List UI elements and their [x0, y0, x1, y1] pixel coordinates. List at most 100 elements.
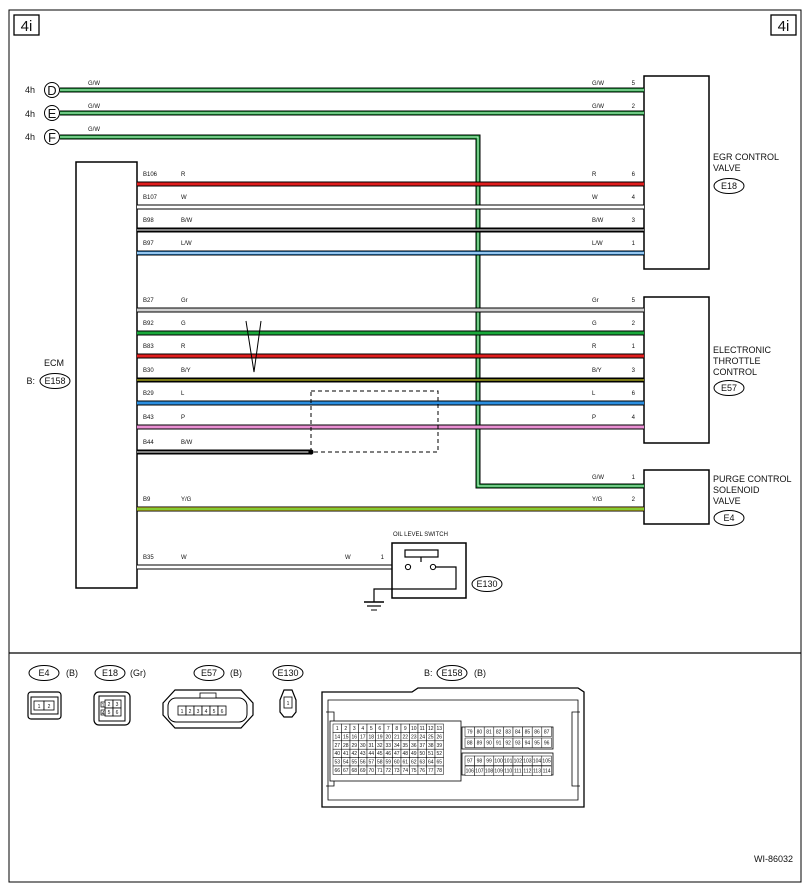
- e158-pin: 31: [368, 743, 374, 749]
- e158-pin: 21: [394, 734, 400, 740]
- ecm-label: ECM: [44, 358, 64, 368]
- page-ref-left[interactable]: [13, 14, 40, 36]
- e158-pin: 7: [387, 726, 390, 732]
- e158-pin: 46: [385, 751, 391, 757]
- e158-pin: 64: [428, 760, 434, 766]
- wire-b98-pin-to: 3: [632, 218, 636, 224]
- legend-e57-badge[interactable]: [193, 665, 225, 681]
- e158-pin: 80: [477, 730, 483, 736]
- legend-e158-id: E158: [441, 668, 462, 678]
- etc-connector-badge[interactable]: [713, 380, 745, 396]
- wire-b83-color-right: R: [592, 344, 597, 350]
- legend-e4-badge[interactable]: [28, 665, 60, 681]
- e158-pin: 68: [351, 768, 357, 774]
- e158-pin: 55: [351, 760, 357, 766]
- twisted-pair-mark: [245, 320, 262, 373]
- e158-pin: 100: [494, 759, 503, 765]
- e158-pin: 28: [343, 743, 349, 749]
- ecm-connector-id: E158: [44, 376, 65, 386]
- e57-pin-1: 1: [181, 709, 184, 715]
- e158-pin: 89: [477, 741, 483, 747]
- e158-pin: 5: [370, 726, 373, 732]
- wire-b9-color-right: Y/G: [592, 497, 603, 503]
- e158-pin: 101: [504, 759, 513, 765]
- ecm-box[interactable]: [75, 161, 138, 589]
- wire-b29-pin: B29: [143, 391, 154, 397]
- wire-b107-color-left: W: [181, 195, 187, 201]
- purge-valve-box[interactable]: [643, 469, 710, 525]
- e158-pin: 10: [411, 726, 417, 732]
- wire-b92-pin-to: 2: [632, 321, 636, 327]
- legend-e158-badge[interactable]: [436, 665, 468, 681]
- conn-f-letter: F: [48, 130, 56, 145]
- wire-b29-color-right: L: [592, 391, 596, 397]
- e158-pin: 25: [428, 734, 434, 740]
- ecm-connector-badge[interactable]: [39, 373, 71, 389]
- egr-label-line1: EGR CONTROL: [713, 152, 779, 162]
- e158-pin: 96: [544, 741, 550, 747]
- e158-pin: 26: [436, 734, 442, 740]
- wire-b43-color-right: P: [592, 415, 596, 421]
- e158-pin: 88: [467, 741, 473, 747]
- conn-e-circle[interactable]: [44, 105, 60, 121]
- e158-pin: 114: [543, 769, 551, 775]
- e158-pin: 113: [533, 769, 541, 775]
- e158-pin: 66: [334, 768, 340, 774]
- oil-switch-connector-badge[interactable]: [471, 576, 503, 592]
- e158-pin: 45: [377, 751, 383, 757]
- page-ref-left-label: 4i: [21, 18, 33, 35]
- conn-d-circle[interactable]: [44, 82, 60, 98]
- wire-b27-pin: B27: [143, 298, 154, 304]
- wire-b35-color-left: W: [181, 555, 187, 561]
- e158-pin: 4: [361, 726, 364, 732]
- egr-valve-box[interactable]: [643, 75, 710, 270]
- purge-label-line3: VALVE: [713, 496, 741, 506]
- e158-pin: 51: [428, 751, 434, 757]
- oil-switch-contact-a: [404, 563, 412, 571]
- throttle-control-box[interactable]: [643, 296, 710, 444]
- e158-pin: 63: [419, 760, 425, 766]
- wire-b29-pin-to: 6: [632, 391, 636, 397]
- e158-pin: 81: [486, 730, 492, 736]
- e158-pin: 62: [411, 760, 417, 766]
- e158-pin: 33: [385, 743, 391, 749]
- wire-b27-pin-to: 5: [632, 298, 636, 304]
- e158-pin: 2: [344, 726, 347, 732]
- e158-pin: 83: [505, 730, 511, 736]
- legend-e18-color: (Gr): [130, 668, 146, 678]
- wire-b9-color-left: Y/G: [181, 497, 192, 503]
- e158-pin: 50: [419, 751, 425, 757]
- page-ref-right[interactable]: [770, 14, 797, 36]
- e158-pin: 9: [404, 726, 407, 732]
- e158-pin: 17: [360, 734, 366, 740]
- wire-b97-color-left: L/W: [181, 241, 192, 247]
- egr-connector-id: E18: [721, 181, 737, 191]
- wire-e-color-right: G/W: [592, 104, 604, 110]
- e158-pin: 90: [486, 741, 492, 747]
- e158-pin: 52: [436, 751, 442, 757]
- egr-label-line2: VALVE: [713, 163, 741, 173]
- conn-f-prefix: 4h: [25, 132, 35, 142]
- e158-pin: 78: [436, 768, 442, 774]
- legend-e130-badge[interactable]: [272, 665, 304, 681]
- e18-pin-5: 5: [108, 710, 111, 716]
- e18-pin-1: 1: [102, 703, 105, 709]
- connector-e57-face: [162, 689, 254, 729]
- e18-pin-4: 4: [102, 711, 105, 717]
- wire-b43-pin: B43: [143, 415, 154, 421]
- e158-pin: 77: [428, 768, 434, 774]
- e130-pin-1: 1: [287, 701, 290, 707]
- legend-e18-badge[interactable]: [94, 665, 126, 681]
- wire-b107-pin-to: 4: [632, 195, 636, 201]
- conn-e-letter: E: [48, 106, 57, 121]
- e158-pin: 103: [523, 759, 532, 765]
- e158-pin: 73: [394, 768, 400, 774]
- purge-connector-id: E4: [723, 513, 734, 523]
- purge-connector-badge[interactable]: [713, 510, 745, 526]
- egr-connector-badge[interactable]: [713, 178, 745, 194]
- e158-pin: 19: [377, 734, 383, 740]
- e158-pin: 58: [377, 760, 383, 766]
- conn-f-circle[interactable]: [44, 129, 60, 145]
- wire-b98-color-left: B/W: [181, 218, 193, 224]
